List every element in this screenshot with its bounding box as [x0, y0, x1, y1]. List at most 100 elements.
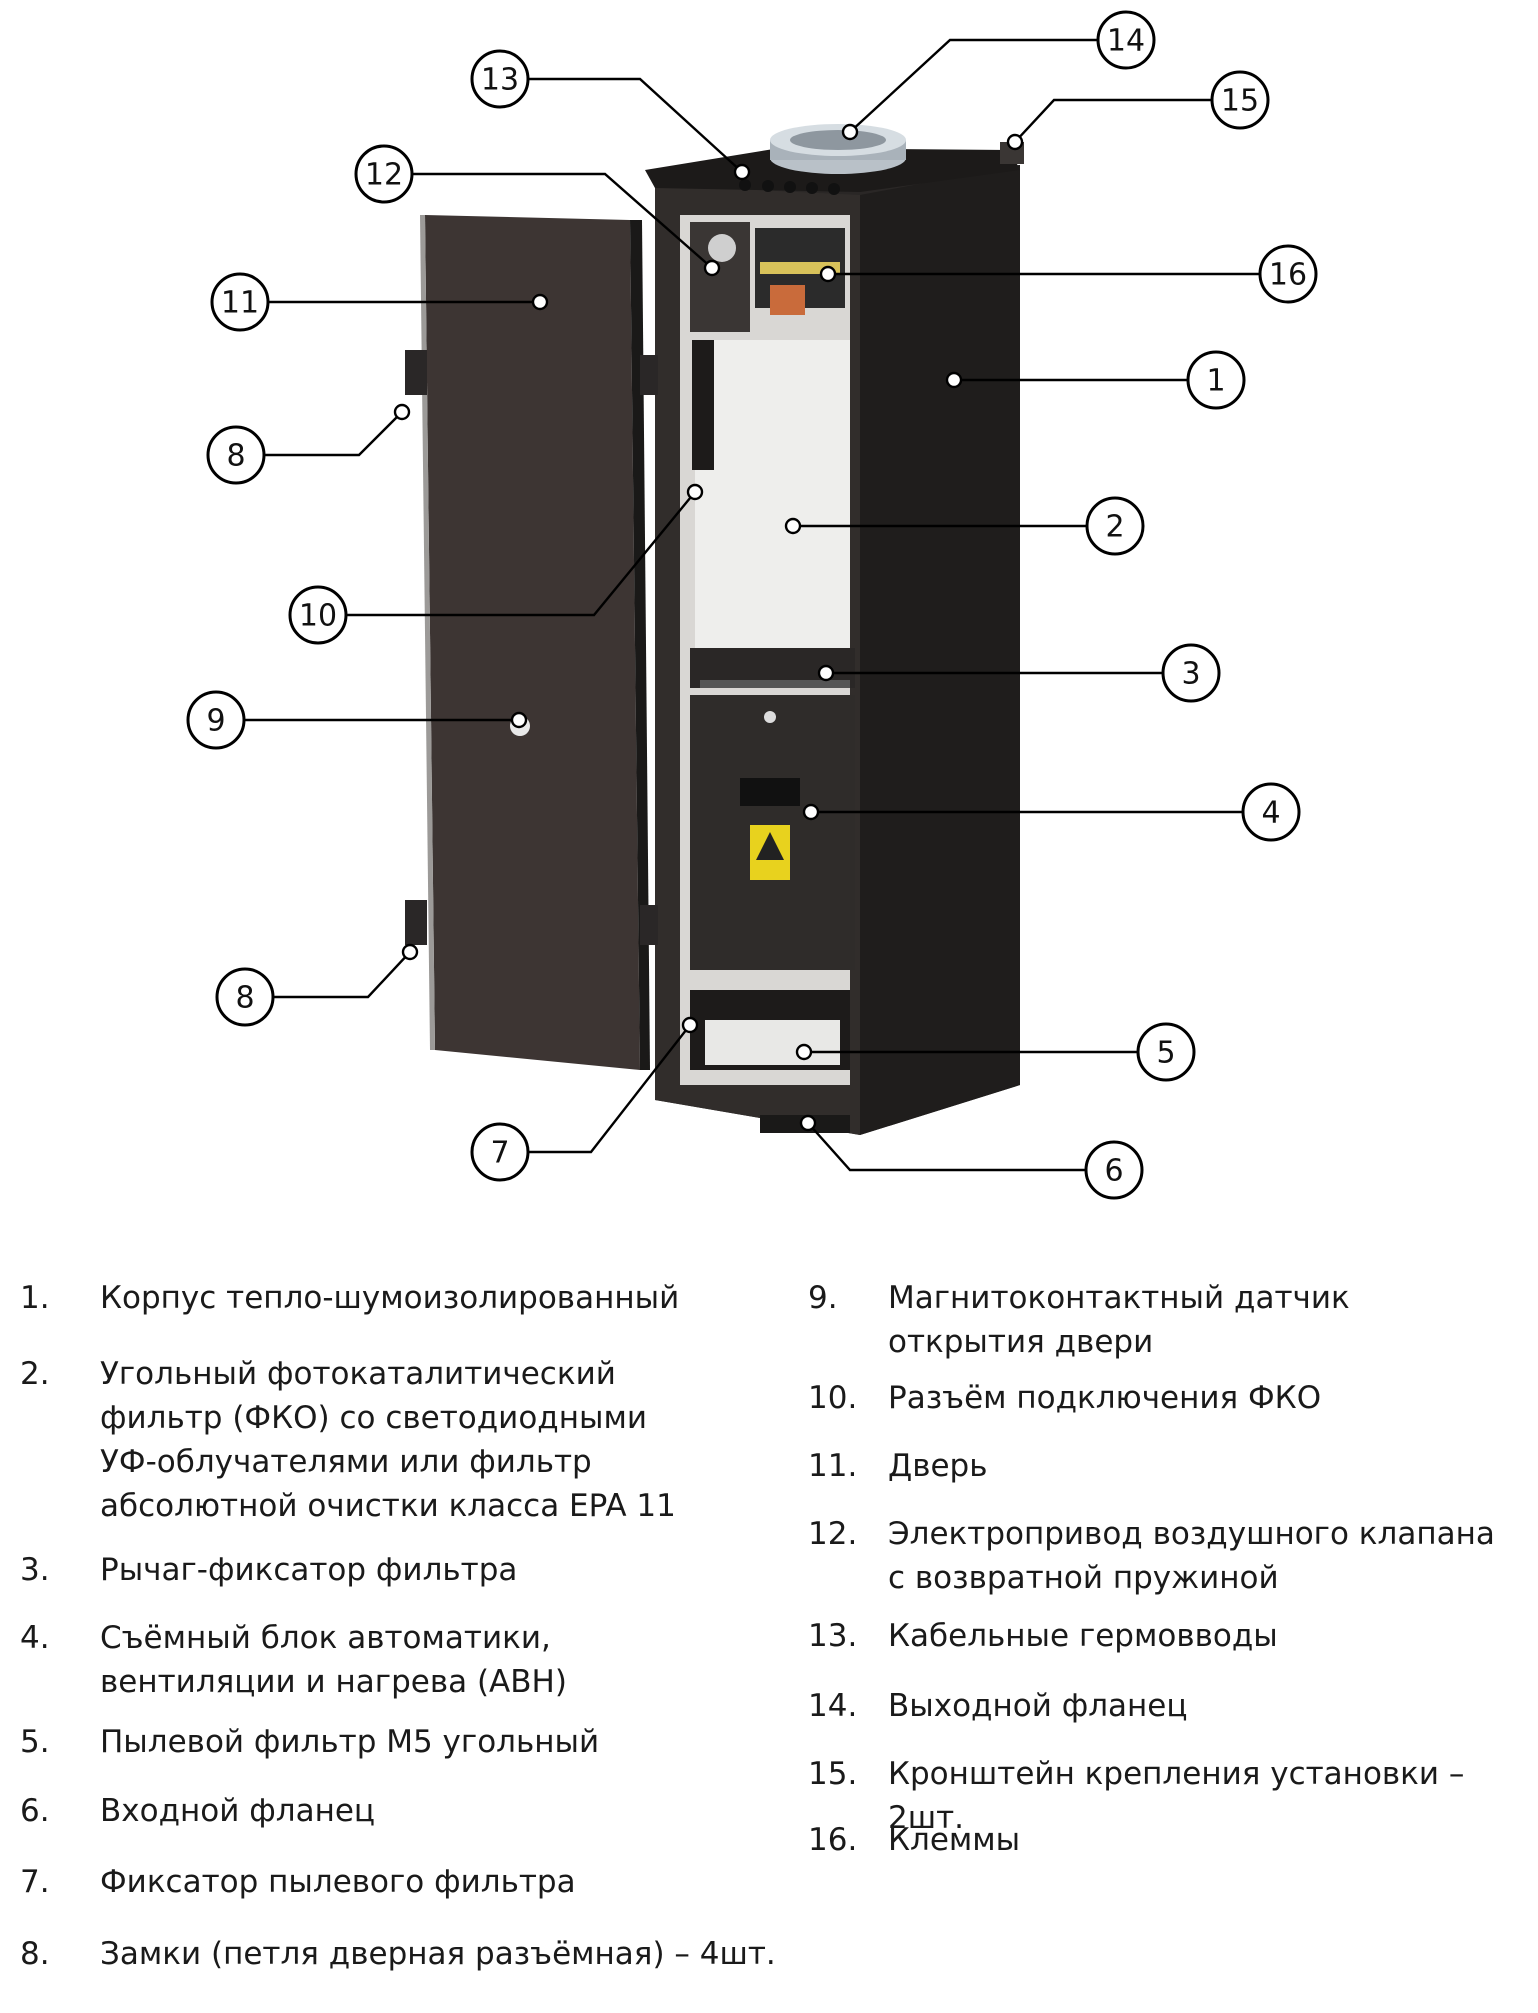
legend-text: Кронштейн крепления установки – 2шт.: [888, 1756, 1465, 1836]
legend-number: 1.: [20, 1280, 50, 1316]
legend-text: Корпус тепло-шумоизолированный: [100, 1280, 680, 1316]
legend-number: 12.: [808, 1516, 858, 1552]
anchor-dot: [401, 943, 419, 961]
legend-item-7: 7. Фиксатор пылевого фильтра: [20, 1860, 576, 1904]
anchor-dot: [510, 711, 528, 729]
callout-16-circle: [1258, 244, 1318, 304]
legend-number: 3.: [20, 1552, 50, 1588]
anchor-dot: [795, 1043, 813, 1061]
anchor-dot: [819, 265, 837, 283]
callout-12: 12: [365, 158, 403, 193]
legend-text: Электропривод воздушного клапана с возвр…: [888, 1516, 1495, 1596]
legend-item-3: 3. Рычаг-фиксатор фильтра: [20, 1548, 517, 1592]
callout-14: 14: [1107, 24, 1145, 59]
legend-text: Пылевой фильтр М5 угольный: [100, 1724, 600, 1760]
legend-text: Клеммы: [888, 1822, 1021, 1858]
leader-lines: [244, 38, 1260, 1172]
legend-number: 5.: [20, 1724, 50, 1760]
anchor-dot: [531, 293, 549, 311]
legend-text: Разъём подключения ФКО: [888, 1380, 1322, 1416]
anchor-dot: [733, 163, 751, 181]
anchor-dot: [681, 1016, 699, 1034]
callout-9: 9: [206, 704, 225, 739]
callout-3: 3: [1181, 657, 1200, 692]
anchor-dot: [784, 517, 802, 535]
legend-number: 2.: [20, 1356, 50, 1392]
legend-item-12: 12. Электропривод воздушного клапана с в…: [808, 1512, 1495, 1600]
legend-item-13: 13. Кабельные гермовводы: [808, 1614, 1278, 1658]
anchor-dot: [802, 803, 820, 821]
legend-item-5: 5. Пылевой фильтр М5 угольный: [20, 1720, 599, 1764]
legend-item-4: 4. Съёмный блок автоматики, вентиляции и…: [20, 1616, 567, 1704]
legend-number: 9.: [808, 1280, 838, 1316]
anchor-dot: [393, 403, 411, 421]
legend-text: Съёмный блок автоматики, вентиляции и на…: [100, 1620, 567, 1700]
anchor-dot: [686, 483, 704, 501]
callout-5-circle: [1136, 1022, 1196, 1082]
legend-number: 7.: [20, 1864, 50, 1900]
legend-item-1: 1. Корпус тепло-шумоизолированный: [20, 1276, 679, 1320]
legend-item-16: 16. Клеммы: [808, 1818, 1020, 1862]
callout-8a: 8: [226, 439, 245, 474]
legend-text: Магнитоконтактный датчик открытия двери: [888, 1280, 1350, 1360]
callout-8b: 8: [235, 981, 254, 1016]
legend-item-14: 14. Выходной фланец: [808, 1684, 1187, 1728]
legend-right: 9. Магнитоконтактный датчик открытия две…: [808, 0, 1528, 2013]
legend-text: Дверь: [888, 1448, 988, 1484]
legend-item-11: 11. Дверь: [808, 1444, 988, 1488]
legend-number: 6.: [20, 1793, 50, 1829]
legend-number: 16.: [808, 1822, 858, 1858]
callout-9-circle: [186, 690, 246, 750]
callout-1-circle: [1186, 350, 1246, 410]
legend-text: Выходной фланец: [888, 1688, 1188, 1724]
callout-3-circle: [1161, 643, 1221, 703]
callout-6-circle: [1084, 1140, 1144, 1200]
anchor-dot: [817, 664, 835, 682]
legend-text: Рычаг-фиксатор фильтра: [100, 1552, 518, 1588]
callout-8a-circle: [206, 425, 266, 485]
callout-15: 15: [1221, 84, 1259, 119]
legend-number: 14.: [808, 1688, 858, 1724]
legend-number: 11.: [808, 1448, 858, 1484]
callout-10: 10: [299, 599, 337, 634]
anchor-dot: [703, 259, 721, 277]
legend-item-15: 15. Кронштейн крепления установки – 2шт.: [808, 1752, 1528, 1840]
callout-5: 5: [1156, 1036, 1175, 1071]
callout-10-circle: [288, 585, 348, 645]
legend-text: Фиксатор пылевого фильтра: [100, 1864, 576, 1900]
callout-16: 16: [1269, 258, 1307, 293]
legend-number: 8.: [20, 1936, 50, 1972]
callouts: [186, 10, 1318, 1200]
legend-item-10: 10. Разъём подключения ФКО: [808, 1376, 1321, 1420]
anchor-dots: [393, 123, 1024, 1132]
callout-11: 11: [221, 286, 259, 321]
legend-number: 4.: [20, 1620, 50, 1656]
callout-13: 13: [481, 63, 519, 98]
anchor-dot: [799, 1114, 817, 1132]
callout-15-circle: [1210, 70, 1270, 130]
legend-item-8: 8. Замки (петля дверная разъёмная) – 4шт…: [20, 1932, 776, 1976]
legend-item-6: 6. Входной фланец: [20, 1789, 375, 1833]
legend-item-9: 9. Магнитоконтактный датчик открытия две…: [808, 1276, 1350, 1364]
callout-13-circle: [470, 49, 530, 109]
legend-number: 13.: [808, 1618, 858, 1654]
anchor-dot: [1006, 133, 1024, 151]
legend-text: Входной фланец: [100, 1793, 376, 1829]
callout-6: 6: [1104, 1154, 1123, 1189]
legend-left: 1. Корпус тепло-шумоизолированный 2. Уго…: [20, 0, 780, 2013]
callout-2-circle: [1085, 496, 1145, 556]
callout-4: 4: [1261, 796, 1280, 831]
legend-number: 10.: [808, 1380, 858, 1416]
legend-text: Кабельные гермовводы: [888, 1618, 1278, 1654]
callout-14-circle: [1096, 10, 1156, 70]
callout-7-circle: [470, 1122, 530, 1182]
callout-8b-circle: [215, 967, 275, 1027]
unit-diagram: 1 2 3 4 5 6 7 8 8 9 10 11 12 13 14 15 16: [186, 10, 1318, 1200]
legend-number: 15.: [808, 1756, 858, 1792]
callout-4-circle: [1241, 782, 1301, 842]
callout-1: 1: [1206, 364, 1225, 399]
legend-item-2: 2. Угольный фотокаталитический фильтр (Ф…: [20, 1352, 676, 1528]
callout-11-circle: [210, 272, 270, 332]
callout-7: 7: [490, 1136, 509, 1171]
legend-text: Замки (петля дверная разъёмная) – 4шт.: [100, 1936, 776, 1972]
